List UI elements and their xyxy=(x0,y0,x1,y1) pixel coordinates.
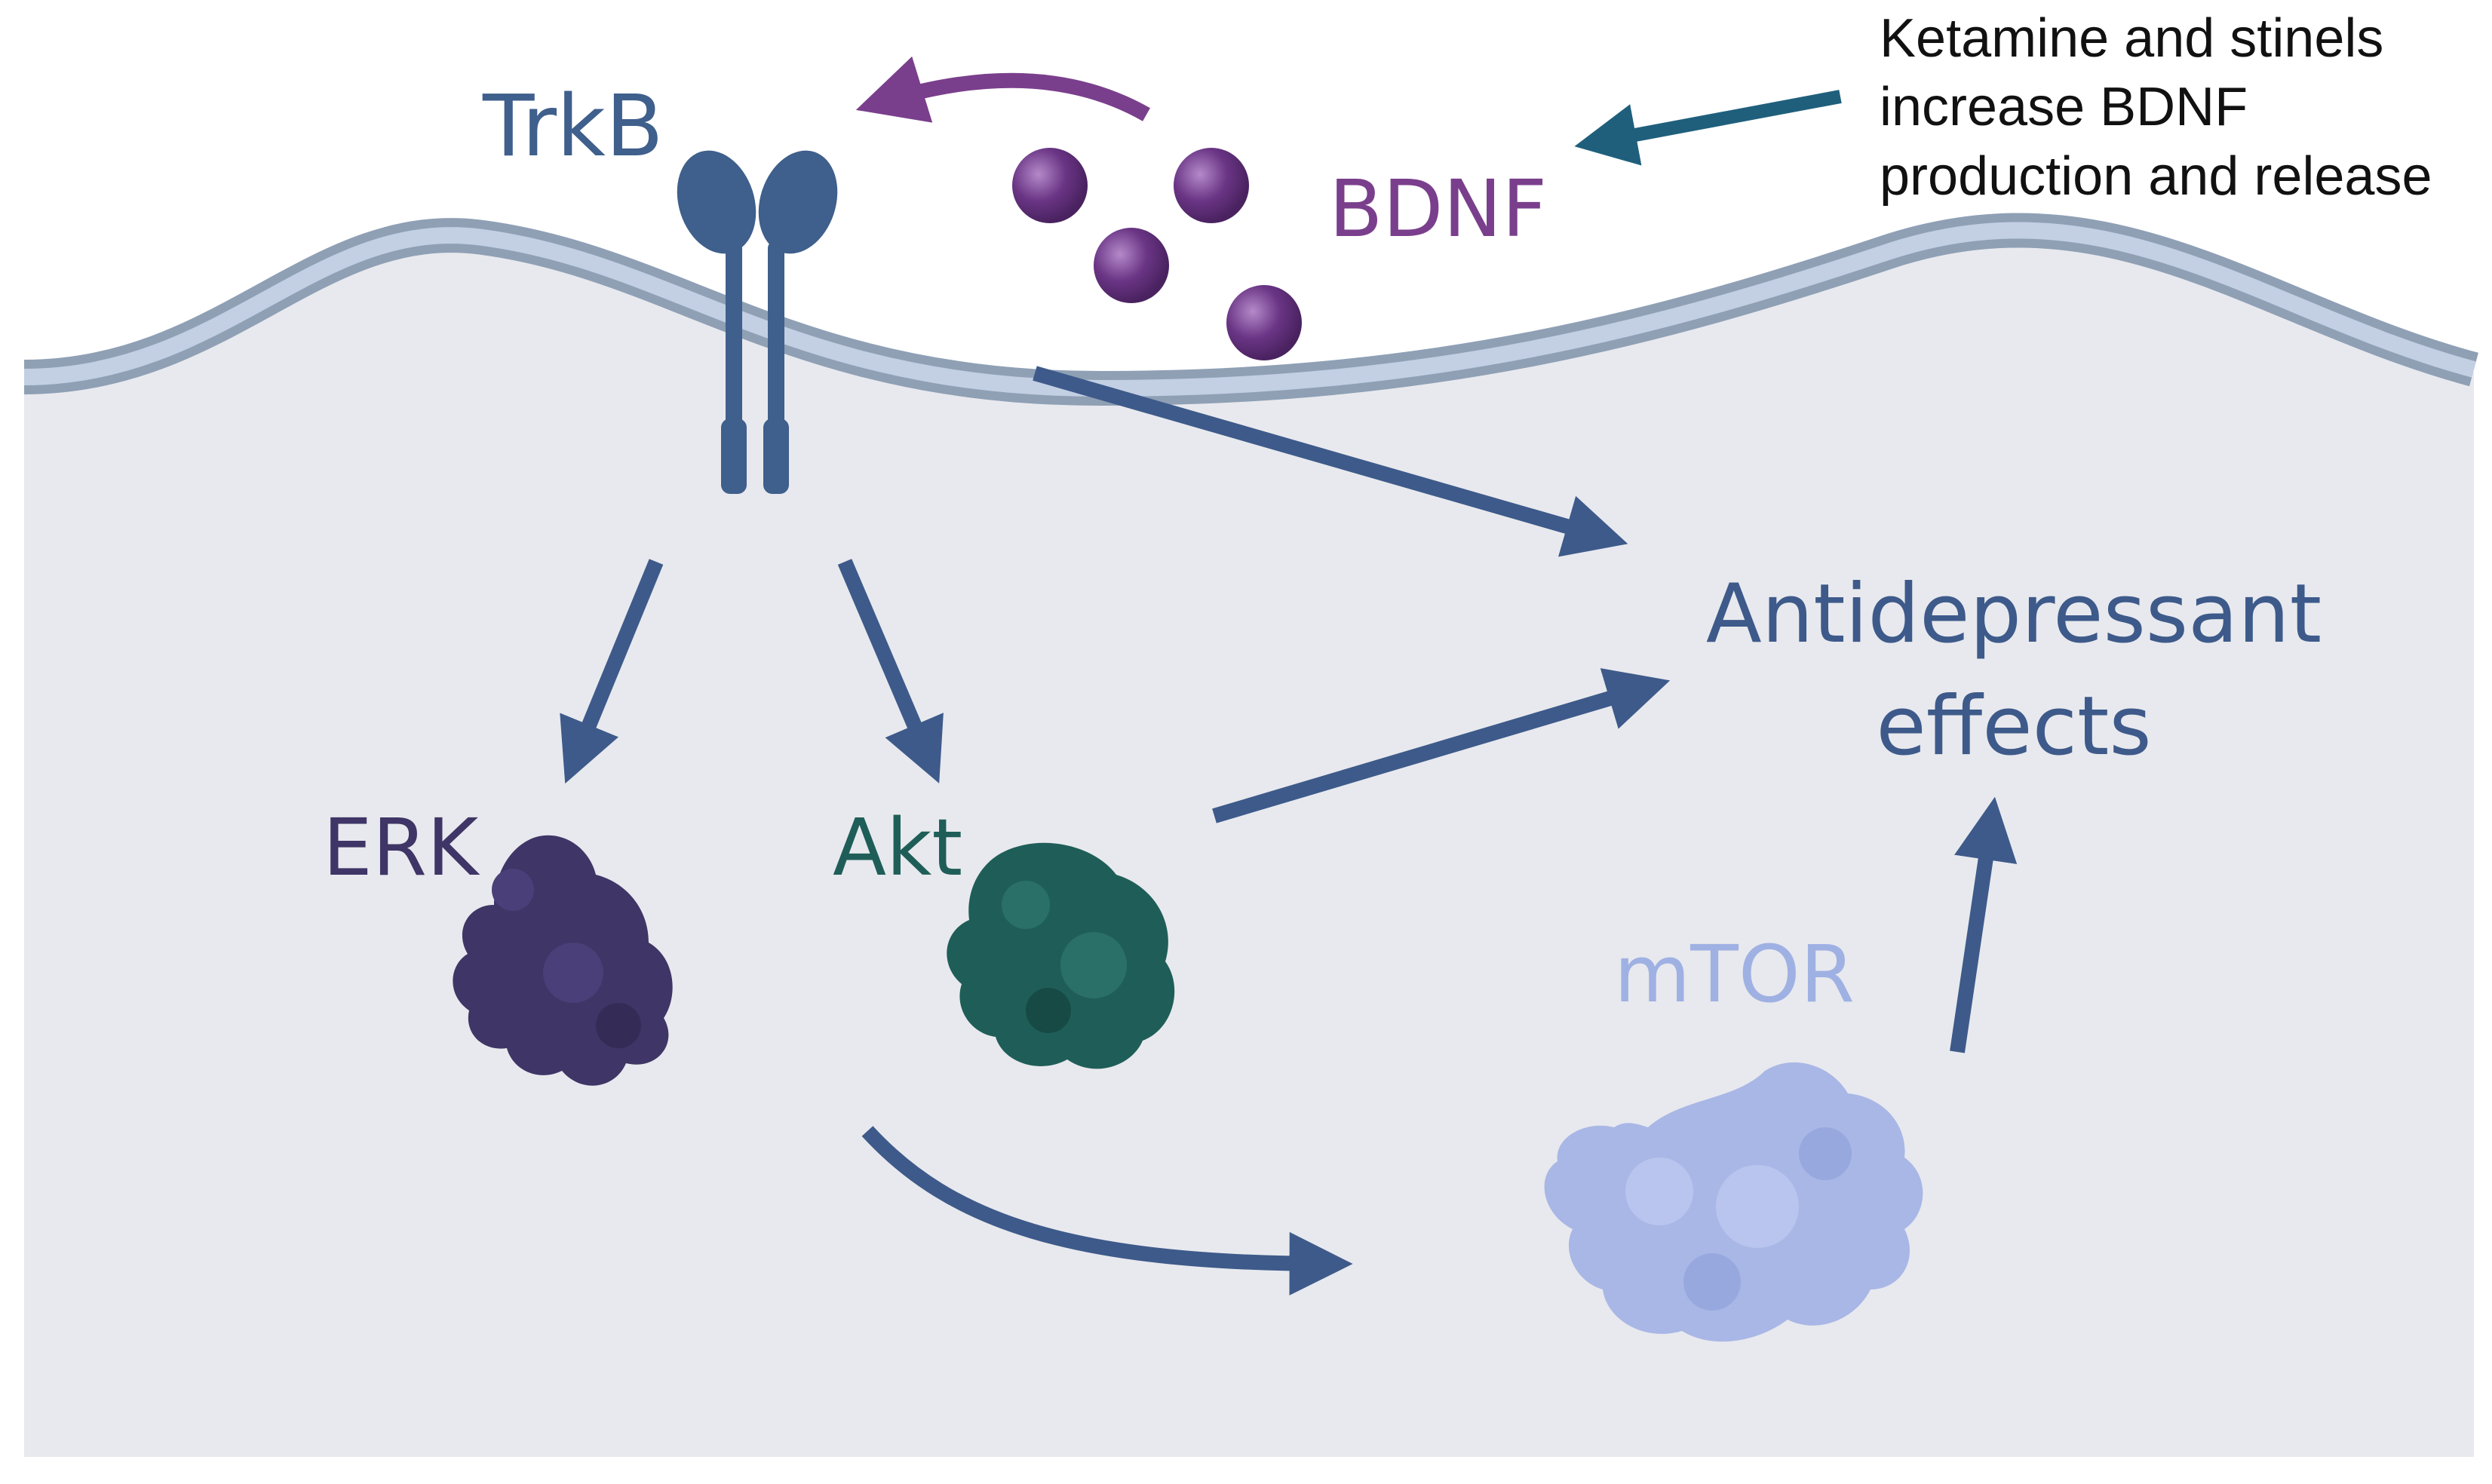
akt-to-effects-arrow xyxy=(1212,668,1671,823)
mtor-to-effects-arrow xyxy=(1950,796,2018,1053)
bdnf-particles-icon xyxy=(1012,148,1302,360)
trkb-to-akt-arrow xyxy=(837,559,944,783)
akt-to-mtor-arrow xyxy=(861,1126,1353,1295)
erk-protein-icon xyxy=(453,835,673,1086)
antidepressant-effects-label: Antidepressant effects xyxy=(1659,558,2368,783)
bdnf-to-effects-arrow xyxy=(1033,366,1628,557)
note-line-2: increase BDNF xyxy=(1880,77,2248,138)
trkb-label: TrkB xyxy=(483,78,664,176)
erk-label: ERK xyxy=(323,802,479,894)
effects-line-1: Antidepressant xyxy=(1705,567,2322,661)
trkb-receptor-icon xyxy=(677,150,838,494)
mtor-label: mTOR xyxy=(1614,928,1855,1020)
effects-line-2: effects xyxy=(1876,679,2152,774)
note-line-3: production and release xyxy=(1880,146,2432,207)
mtor-protein-icon xyxy=(1544,1062,1923,1342)
cell-membrane-inner xyxy=(23,222,2476,397)
trkb-to-erk-arrow xyxy=(560,559,664,784)
bdnf-label: BDNF xyxy=(1329,163,1548,255)
ketamine-note: Ketamine and stinels increase BDNF produ… xyxy=(1880,5,2475,211)
note-line-1: Ketamine and stinels xyxy=(1880,8,2384,69)
akt-protein-icon xyxy=(947,842,1175,1069)
bdnf-to-trkb-arrow xyxy=(855,56,1150,123)
note-arrow xyxy=(1574,90,1842,166)
akt-label: Akt xyxy=(833,802,963,894)
